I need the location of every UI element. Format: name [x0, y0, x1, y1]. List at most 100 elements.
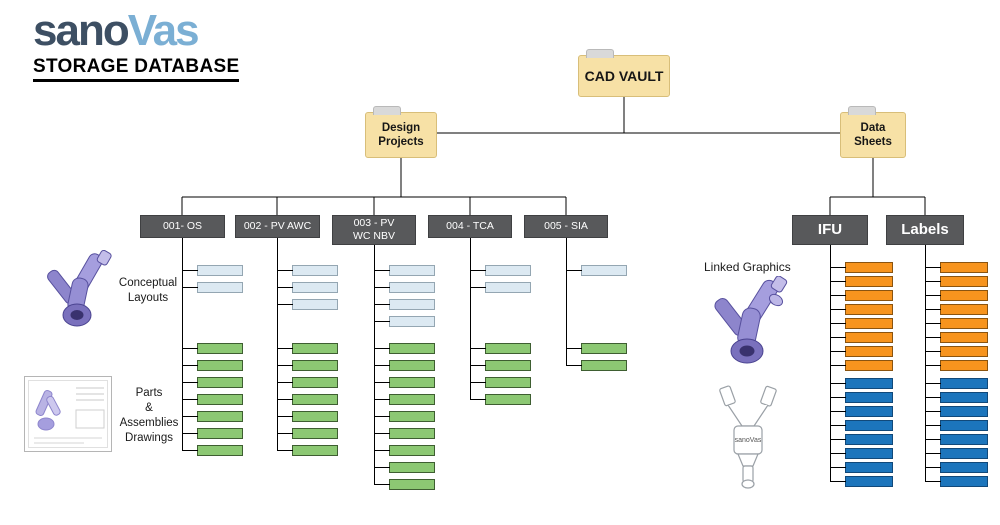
project-category-003-pv-wc-nbv: 003 - PV WC NBV [332, 215, 416, 245]
drawing-doc [375, 411, 435, 422]
conceptual-layout-doc [375, 299, 435, 310]
datasheet-doc-blue [926, 378, 988, 389]
conceptual-layout-doc [375, 265, 435, 276]
datasheet-doc-orange [831, 360, 893, 371]
datasheet-doc-orange [926, 346, 988, 357]
datasheet-doc-blue [831, 448, 893, 459]
drawing-sheet-icon [24, 376, 112, 452]
datasheet-doc-orange [831, 318, 893, 329]
drawing-doc [375, 377, 435, 388]
drawing-doc [183, 377, 243, 388]
conceptual-layout-doc [278, 282, 338, 293]
datasheet-doc-orange [926, 276, 988, 287]
datasheet-orange-group [925, 262, 988, 374]
column-connector-line [566, 238, 567, 366]
drawings-group [182, 343, 243, 462]
datasheet-doc-blue [926, 392, 988, 403]
conceptual-layouts-group [374, 265, 435, 333]
datasheet-doc-blue [926, 434, 988, 445]
ifu-category: IFU [792, 215, 868, 245]
drawings-group [470, 343, 531, 411]
datasheet-doc-blue [926, 420, 988, 431]
conceptual-layout-doc [183, 265, 243, 276]
drawing-doc [278, 445, 338, 456]
column-connector-line [277, 238, 278, 451]
datasheet-blue-group [830, 378, 893, 490]
datasheet-doc-blue [831, 434, 893, 445]
conceptual-layout-doc [471, 265, 531, 276]
datasheet-doc-orange [831, 304, 893, 315]
drawing-doc [375, 462, 435, 473]
drawing-doc [183, 428, 243, 439]
labels-category: Labels [886, 215, 964, 245]
datasheet-doc-orange [831, 346, 893, 357]
datasheet-doc-orange [926, 332, 988, 343]
conceptual-layout-doc [567, 265, 627, 276]
column-connector-line [830, 245, 831, 482]
device-photo-icon [47, 250, 112, 327]
brand-wordmark: sanoVas [33, 6, 239, 55]
datasheet-doc-blue [926, 462, 988, 473]
conceptual-layout-doc [183, 282, 243, 293]
data-sheets-folder: Data Sheets [840, 106, 906, 158]
device-line-art-text: sanoVas [735, 437, 762, 444]
drawings-group [566, 343, 627, 377]
linked-graphics-label: Linked Graphics [704, 260, 791, 274]
project-category-001-os: 001- OS [140, 215, 225, 238]
datasheet-doc-blue [831, 392, 893, 403]
drawing-doc [375, 360, 435, 371]
conceptual-layout-doc [278, 299, 338, 310]
datasheet-doc-orange [926, 290, 988, 301]
column-connector-line [374, 245, 375, 485]
data-sheets-label: Data Sheets [854, 121, 892, 148]
column-connector-line [925, 245, 926, 482]
drawing-doc [375, 394, 435, 405]
project-category-004-tca: 004 - TCA [428, 215, 512, 238]
drawing-doc [471, 360, 531, 371]
drawing-thumbnail-image [24, 376, 112, 452]
cad-vault-label: CAD VAULT [584, 68, 664, 84]
brand-vas: Vas [127, 6, 200, 55]
datasheet-doc-blue [926, 406, 988, 417]
logo: sanoVas STORAGE DATABASE [33, 6, 240, 83]
datasheet-blue-group [925, 378, 988, 490]
drawing-doc [183, 343, 243, 354]
column-connector-line [182, 238, 183, 451]
drawing-doc [278, 377, 338, 388]
parts-assemblies-label: Parts & Assemblies Drawings [119, 387, 179, 444]
drawing-doc [471, 394, 531, 405]
project-category-002-pv-awc: 002 - PV AWC [235, 215, 320, 238]
drawing-doc [183, 360, 243, 371]
drawing-doc [567, 360, 627, 371]
datasheet-doc-blue [831, 420, 893, 431]
device-render-icon [714, 276, 788, 364]
datasheet-doc-orange [926, 318, 988, 329]
datasheet-doc-orange [926, 262, 988, 273]
conceptual-layouts-label: Conceptual Layouts [118, 277, 178, 304]
conceptual-layout-doc [471, 282, 531, 293]
conceptual-layout-doc [375, 282, 435, 293]
design-projects-label: Design Projects [378, 121, 424, 148]
datasheet-doc-blue [831, 378, 893, 389]
brand-sano: sano [33, 6, 130, 55]
drawing-doc [278, 360, 338, 371]
design-projects-folder: Design Projects [365, 106, 437, 158]
conceptual-layouts-group [470, 265, 531, 299]
datasheet-doc-blue [831, 406, 893, 417]
drawings-group [374, 343, 435, 496]
drawing-doc [375, 445, 435, 456]
device-photo-image [44, 250, 122, 334]
conceptual-layout-doc [375, 316, 435, 327]
project-category-005-sia: 005 - SIA [524, 215, 608, 238]
drawing-doc [183, 445, 243, 456]
datasheet-doc-orange [926, 360, 988, 371]
datasheet-doc-orange [831, 262, 893, 273]
column-connector-line [470, 238, 471, 400]
drawing-doc [183, 411, 243, 422]
conceptual-layouts-group [182, 265, 243, 299]
conceptual-layouts-group [566, 265, 627, 282]
datasheet-doc-blue [926, 476, 988, 487]
datasheet-orange-group [830, 262, 893, 374]
